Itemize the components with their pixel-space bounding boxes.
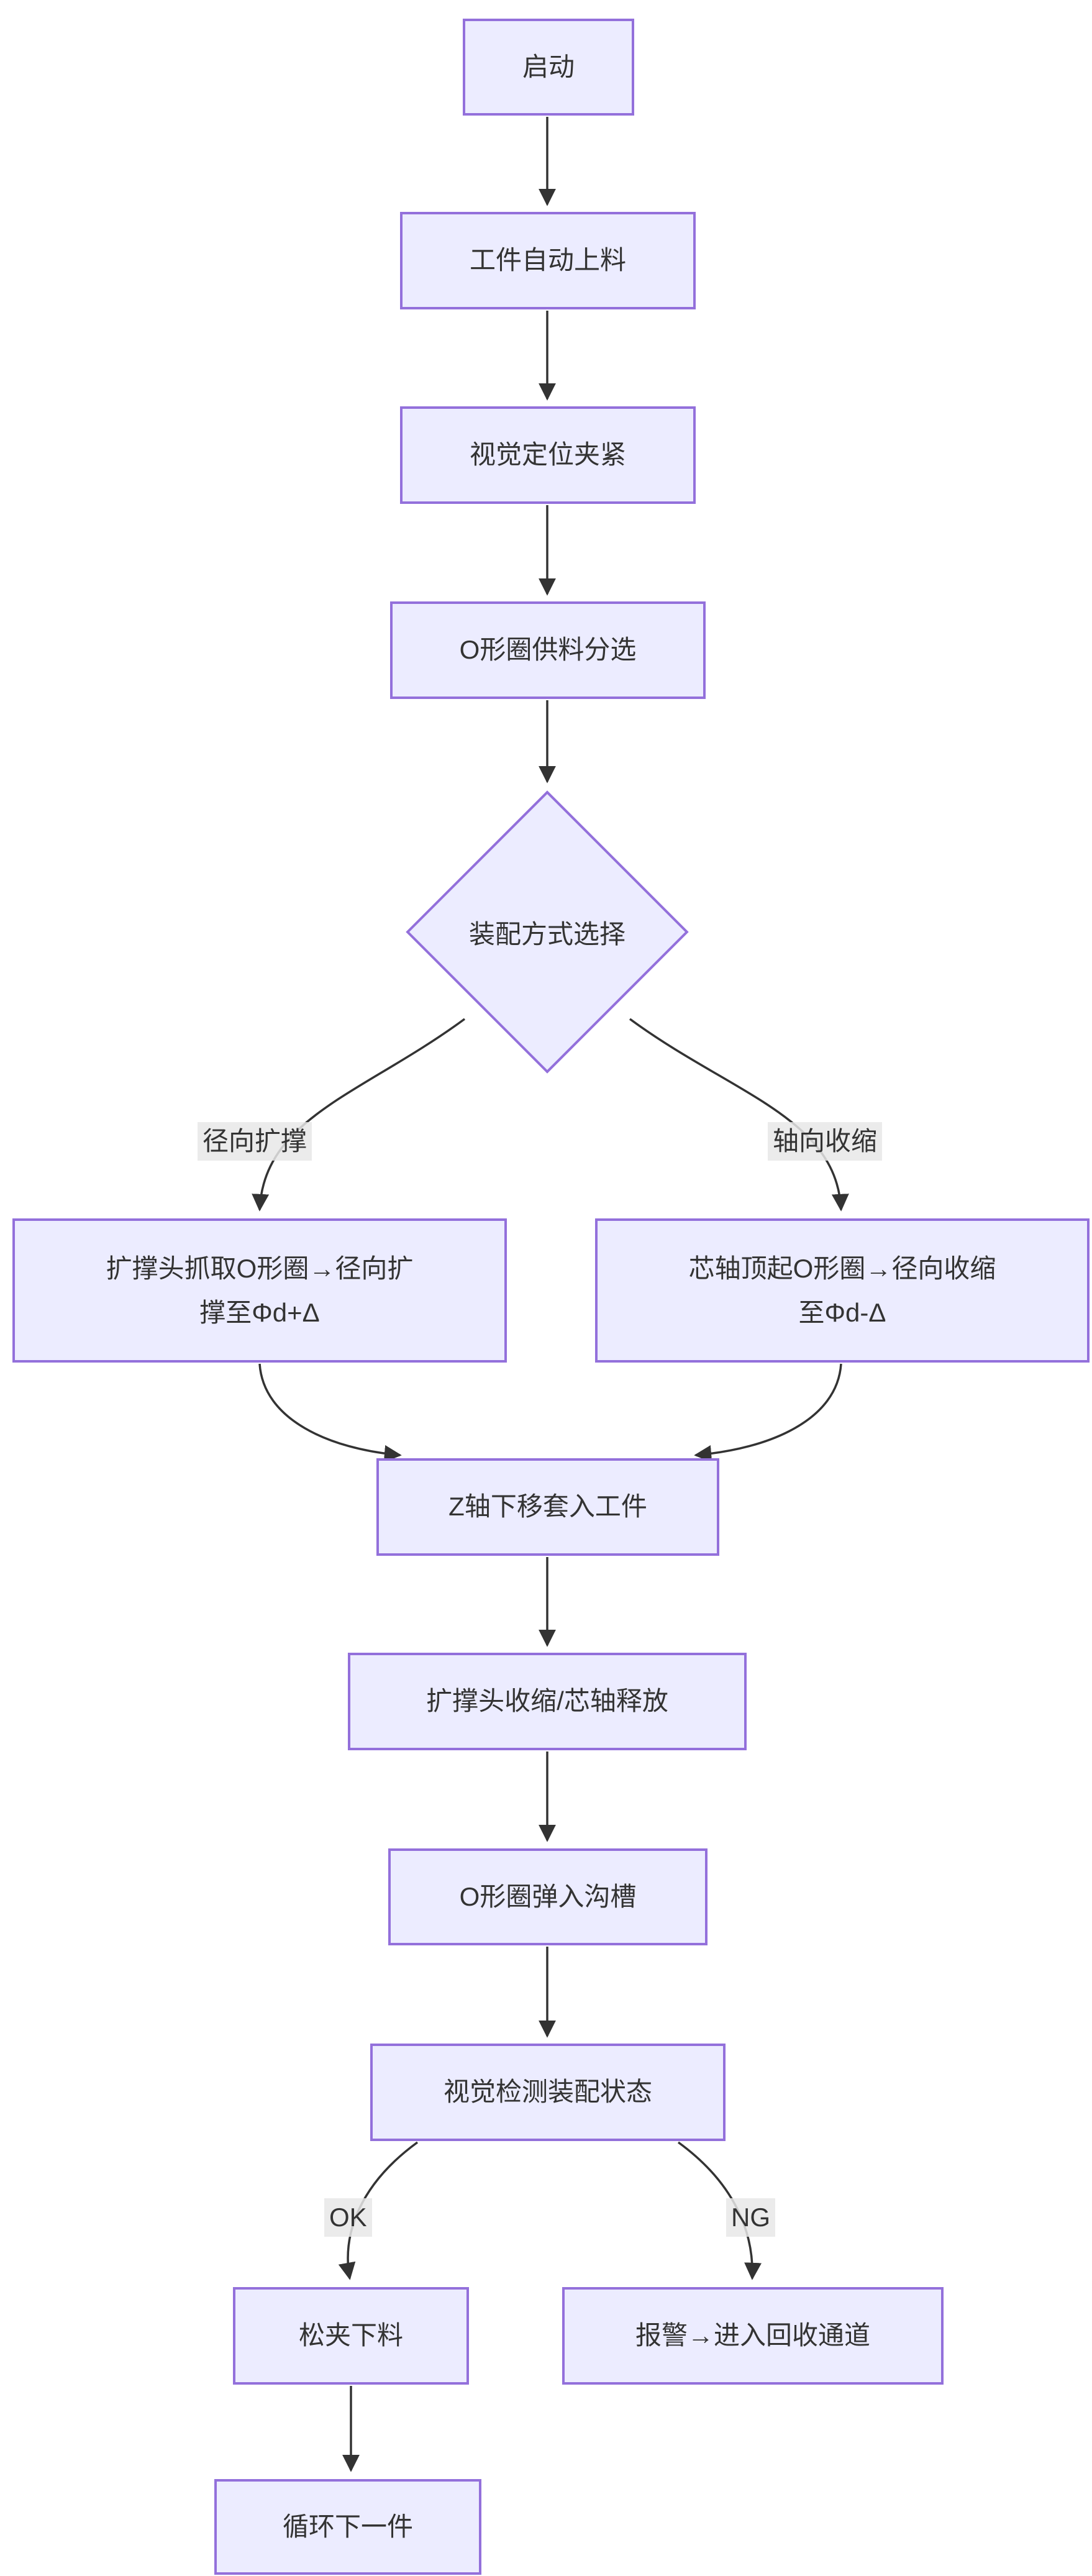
node-next-cycle-label: 循环下一件 xyxy=(282,2511,413,2541)
node-alarm-label: 报警→进入回收通道 xyxy=(635,2321,870,2350)
node-vision-clamp-label: 视觉定位夹紧 xyxy=(469,440,626,470)
node-axial-shrink: 芯轴顶起O形圈→径向收缩 至Φd-Δ xyxy=(595,1218,1090,1363)
node-axial-shrink-line1: 芯轴顶起O形圈→径向收缩 xyxy=(688,1253,996,1283)
node-start-label: 启动 xyxy=(522,52,575,81)
edge-label-radial: 径向扩撑 xyxy=(198,1122,312,1161)
node-radial-expand: 扩撑头抓取O形圈→径向扩 撑至Φd+Δ xyxy=(12,1218,507,1363)
node-snap-groove: O形圈弹入沟槽 xyxy=(388,1848,708,1945)
edge-shrink-zdown xyxy=(694,1363,842,1463)
node-unload: 松夹下料 xyxy=(233,2287,469,2385)
node-release: 扩撑头收缩/芯轴释放 xyxy=(348,1653,747,1750)
node-vision-check: 视觉检测装配状态 xyxy=(370,2044,726,2141)
node-start: 启动 xyxy=(463,19,634,116)
node-oring-supply: O形圈供料分选 xyxy=(390,601,706,699)
edge-choice-shrink xyxy=(629,1018,849,1212)
node-auto-feed: 工件自动上料 xyxy=(400,212,696,309)
node-auto-feed-label: 工件自动上料 xyxy=(469,245,626,275)
node-z-down: Z轴下移套入工件 xyxy=(376,1458,719,1556)
edge-label-ng: NG xyxy=(726,2198,775,2237)
node-radial-expand-line2: 撑至Φd+Δ xyxy=(199,1298,320,1327)
node-vision-clamp: 视觉定位夹紧 xyxy=(400,406,696,504)
edge-choice-expand xyxy=(252,1018,466,1212)
node-unload-label: 松夹下料 xyxy=(298,2321,403,2350)
node-axial-shrink-line2: 至Φd-Δ xyxy=(798,1298,886,1327)
node-z-down-label: Z轴下移套入工件 xyxy=(448,1492,647,1522)
edge-label-axial: 轴向收缩 xyxy=(768,1122,883,1161)
edge-expand-zdown xyxy=(258,1363,402,1463)
node-oring-supply-label: O形圈供料分选 xyxy=(459,635,637,665)
edge-label-ok: OK xyxy=(324,2198,372,2237)
node-snap-groove-label: O形圈弹入沟槽 xyxy=(459,1881,637,1911)
node-assembly-choice-label: 装配方式选择 xyxy=(468,919,626,949)
node-vision-check-label: 视觉检测装配状态 xyxy=(443,2077,652,2107)
node-assembly-choice: 装配方式选择 xyxy=(411,833,684,1031)
node-release-label: 扩撑头收缩/芯轴释放 xyxy=(426,1686,668,1716)
node-alarm: 报警→进入回收通道 xyxy=(562,2287,944,2385)
node-radial-expand-line1: 扩撑头抓取O形圈→径向扩 xyxy=(106,1253,414,1283)
node-next-cycle: 循环下一件 xyxy=(214,2479,481,2575)
